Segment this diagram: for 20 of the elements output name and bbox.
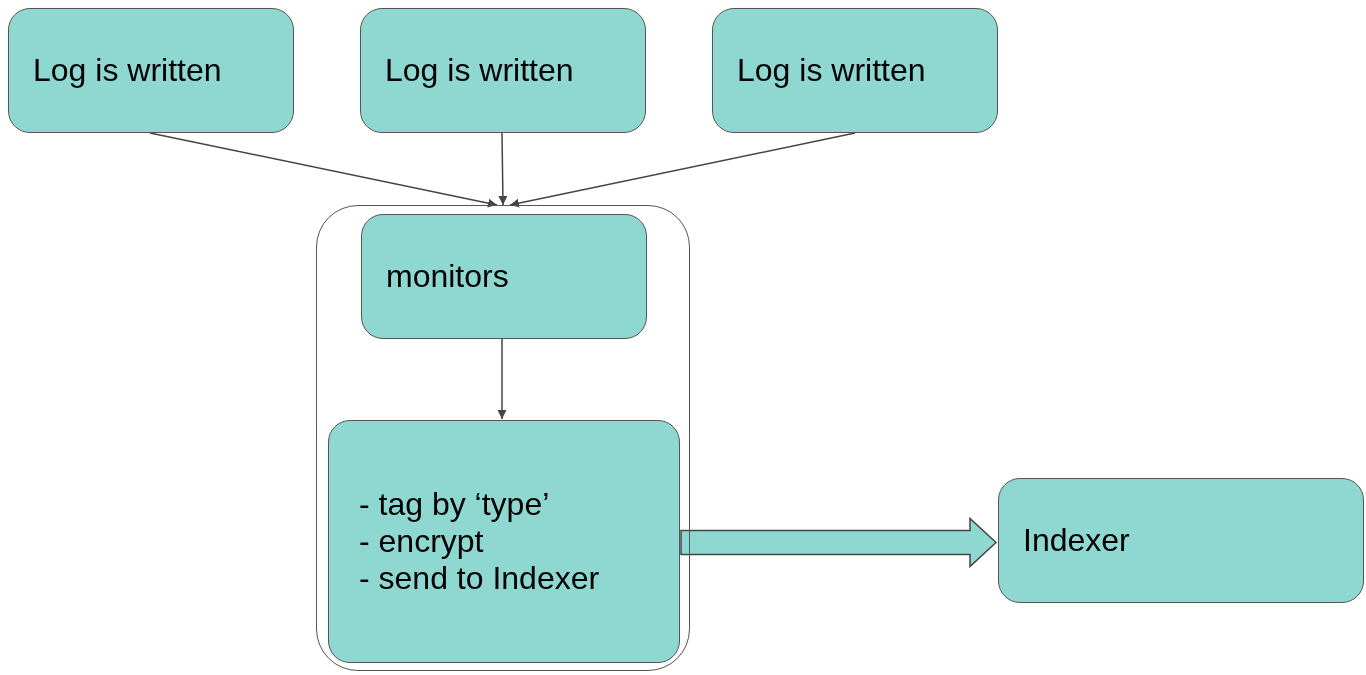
node-text: - send to Indexer (359, 559, 600, 597)
arrow (509, 132, 856, 208)
node-text: monitors (386, 258, 509, 295)
arrow (149, 132, 498, 208)
process-box (998, 478, 1364, 603)
node-text: Log is written (33, 52, 222, 89)
process-box (712, 8, 998, 133)
process-box (328, 420, 680, 663)
process-box (361, 214, 647, 339)
node-text: Indexer (1023, 522, 1130, 559)
process-box (360, 8, 646, 133)
block-arrow (680, 516, 998, 569)
process-box (8, 8, 294, 133)
container-box (316, 205, 690, 671)
node-text: - tag by ‘type’ (359, 486, 550, 524)
node-text: - encrypt (359, 523, 484, 560)
arrow (498, 132, 508, 206)
node-text: Log is written (385, 52, 574, 89)
node-text: Log is written (737, 52, 926, 89)
arrow (497, 337, 507, 420)
